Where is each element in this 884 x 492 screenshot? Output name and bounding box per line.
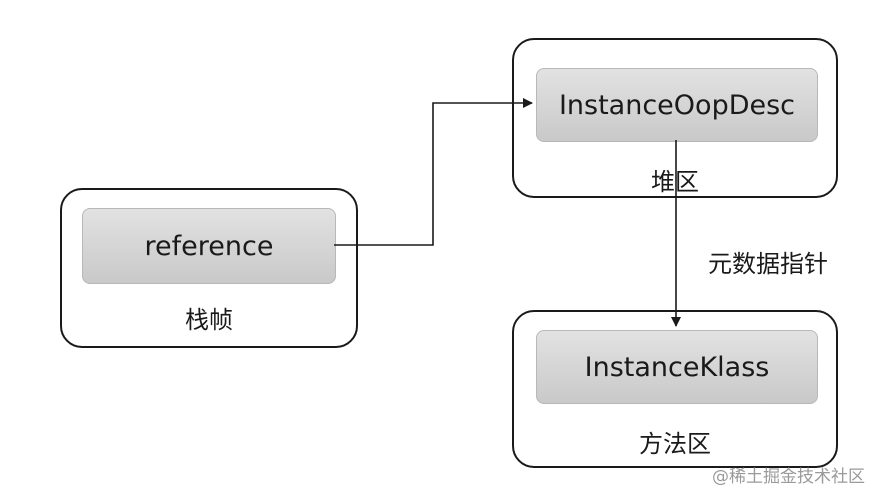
- method-area-region: InstanceKlass 方法区: [512, 310, 838, 468]
- heap-label: 堆区: [651, 168, 699, 196]
- reference-node: reference: [82, 208, 336, 284]
- instance-oop-desc-node: InstanceOopDesc: [536, 68, 818, 142]
- reference-to-heap-arrow: [334, 98, 533, 246]
- metadata-pointer-label: 元数据指针: [708, 250, 828, 278]
- stack-frame-label: 栈帧: [185, 306, 233, 334]
- method-area-label: 方法区: [639, 430, 711, 458]
- instance-klass-node: InstanceKlass: [536, 330, 818, 404]
- heap-region: InstanceOopDesc 堆区: [512, 38, 838, 198]
- watermark: @稀土掘金技术社区: [712, 467, 865, 487]
- stack-frame-region: reference 栈帧: [60, 188, 358, 348]
